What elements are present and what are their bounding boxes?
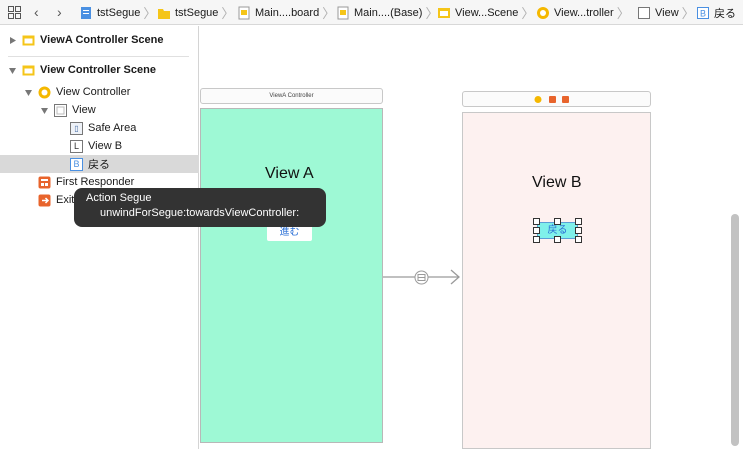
scene-icon — [22, 35, 35, 45]
outline-label: View Controller — [56, 86, 131, 98]
outline-button-back[interactable]: B 戻る — [0, 155, 199, 173]
storyboard-file-icon — [337, 6, 349, 19]
outline-label: View Controller Scene — [40, 64, 156, 76]
outline-first-responder[interactable]: First Responder — [0, 173, 199, 191]
view-icon — [638, 6, 650, 19]
label-icon: L — [70, 139, 83, 153]
related-items-grid-icon[interactable] — [8, 6, 21, 19]
chevron-right-icon: 〉 — [221, 6, 235, 21]
outline-label: 戻る — [88, 159, 110, 171]
resize-handle[interactable] — [554, 236, 561, 243]
crumb-view[interactable]: View 〉 — [637, 0, 695, 25]
tooltip-detail: unwindForSegue:towardsViewController: — [100, 207, 300, 219]
first-responder-icon — [38, 176, 51, 188]
crumb-label: tstSegue — [97, 6, 141, 19]
project-file-icon — [81, 6, 91, 19]
outline-view[interactable]: View — [0, 101, 199, 119]
disclosure-expanded-icon[interactable] — [40, 106, 49, 115]
view-a-canvas[interactable]: View A 進む — [200, 108, 383, 443]
jump-bar: ‹ › tstSegue 〉 tstSegue 〉 Main....board … — [0, 0, 743, 25]
crumb-label: tstSegue — [175, 6, 219, 19]
chevron-right-icon: 〉 — [616, 6, 630, 21]
button-icon: B — [70, 157, 83, 171]
resize-handle[interactable] — [575, 236, 582, 243]
crumb-label: View...Scene — [455, 6, 519, 19]
crumb-label: View — [655, 6, 679, 19]
view-a-label[interactable]: View A — [265, 165, 314, 182]
scene-b-title-bar[interactable] — [462, 91, 651, 107]
svg-text:B: B — [700, 8, 706, 18]
scene-a-title: ViewA Controller — [269, 93, 314, 99]
disclosure-expanded-icon[interactable] — [8, 66, 17, 75]
outline-label: Safe Area — [88, 122, 137, 134]
view-controller-icon — [537, 6, 549, 19]
outline-safe-area[interactable]: ▯ Safe Area — [0, 119, 199, 137]
crumb-view-controller[interactable]: View...troller 〉 — [536, 0, 630, 25]
chevron-right-icon: 〉 — [322, 6, 336, 21]
outline-view-controller[interactable]: View Controller — [0, 83, 199, 101]
tooltip-title: Action Segue — [86, 192, 152, 204]
scene-dock-icons — [534, 96, 569, 103]
chevron-right-icon: 〉 — [681, 6, 695, 21]
view-controller-icon — [38, 86, 51, 98]
outline-label: ViewA Controller Scene — [40, 34, 164, 46]
view-b-label[interactable]: View B — [532, 174, 582, 191]
crumb-storyboard-base[interactable]: Main....(Base) 〉 — [336, 0, 438, 25]
outline-scene-view-controller[interactable]: View Controller Scene — [0, 61, 199, 79]
chevron-right-icon: 〉 — [425, 6, 439, 21]
crumb-button[interactable]: B 戻る — [696, 0, 736, 25]
safe-area-icon: ▯ — [70, 121, 83, 135]
outline-label: First Responder — [56, 176, 135, 188]
storyboard-file-icon — [238, 6, 250, 19]
scene-a-title-bar[interactable]: ViewA Controller — [200, 88, 383, 104]
scene-icon — [22, 65, 35, 75]
divider — [8, 56, 189, 57]
resize-handle[interactable] — [554, 218, 561, 225]
segue-badge-icon[interactable] — [414, 270, 429, 285]
crumb-label: 戻る — [714, 7, 736, 20]
outline-label: Exit — [56, 194, 75, 206]
resize-handle[interactable] — [533, 218, 540, 225]
view-b-canvas[interactable]: View B 戻る — [462, 112, 651, 449]
outline-label: View B — [88, 140, 123, 152]
button-icon: B — [697, 6, 709, 19]
canvas-scrollbar[interactable] — [731, 214, 739, 446]
crumb-project[interactable]: tstSegue 〉 — [79, 0, 156, 25]
segue-tooltip: Action Segue unwindForSegue:towardsViewC… — [74, 188, 326, 227]
crumb-scene[interactable]: View...Scene 〉 — [437, 0, 534, 25]
resize-handle[interactable] — [533, 236, 540, 243]
chevron-right-icon: 〉 — [143, 6, 157, 21]
scene-icon — [438, 7, 450, 18]
crumb-label: View...troller — [554, 6, 614, 19]
exit-icon — [38, 194, 51, 206]
crumb-storyboard[interactable]: Main....board 〉 — [237, 0, 335, 25]
view-icon — [54, 103, 67, 117]
resize-handle[interactable] — [575, 218, 582, 225]
forward-nav-button[interactable]: 進む — [267, 224, 312, 241]
storyboard-canvas[interactable]: ViewA Controller View A 進む View B 戻る — [200, 26, 743, 449]
forward-button[interactable]: › — [57, 4, 62, 20]
resize-handle[interactable] — [533, 227, 540, 234]
crumb-folder[interactable]: tstSegue 〉 — [157, 0, 234, 25]
document-outline: ViewA Controller Scene View Controller S… — [0, 26, 199, 449]
outline-label-view-b[interactable]: L View B — [0, 137, 199, 155]
outline-label: View — [72, 104, 96, 116]
resize-handle[interactable] — [575, 227, 582, 234]
outline-scene-viewa[interactable]: ViewA Controller Scene — [0, 31, 199, 49]
disclosure-collapsed-icon[interactable] — [8, 36, 17, 45]
crumb-label: Main....(Base) — [354, 6, 423, 19]
crumb-label: Main....board — [255, 6, 320, 19]
outline-exit[interactable]: Exit — [0, 191, 199, 209]
chevron-right-icon: 〉 — [521, 6, 535, 21]
folder-icon — [158, 8, 170, 19]
back-button[interactable]: ‹ — [34, 4, 39, 20]
disclosure-expanded-icon[interactable] — [24, 88, 33, 97]
